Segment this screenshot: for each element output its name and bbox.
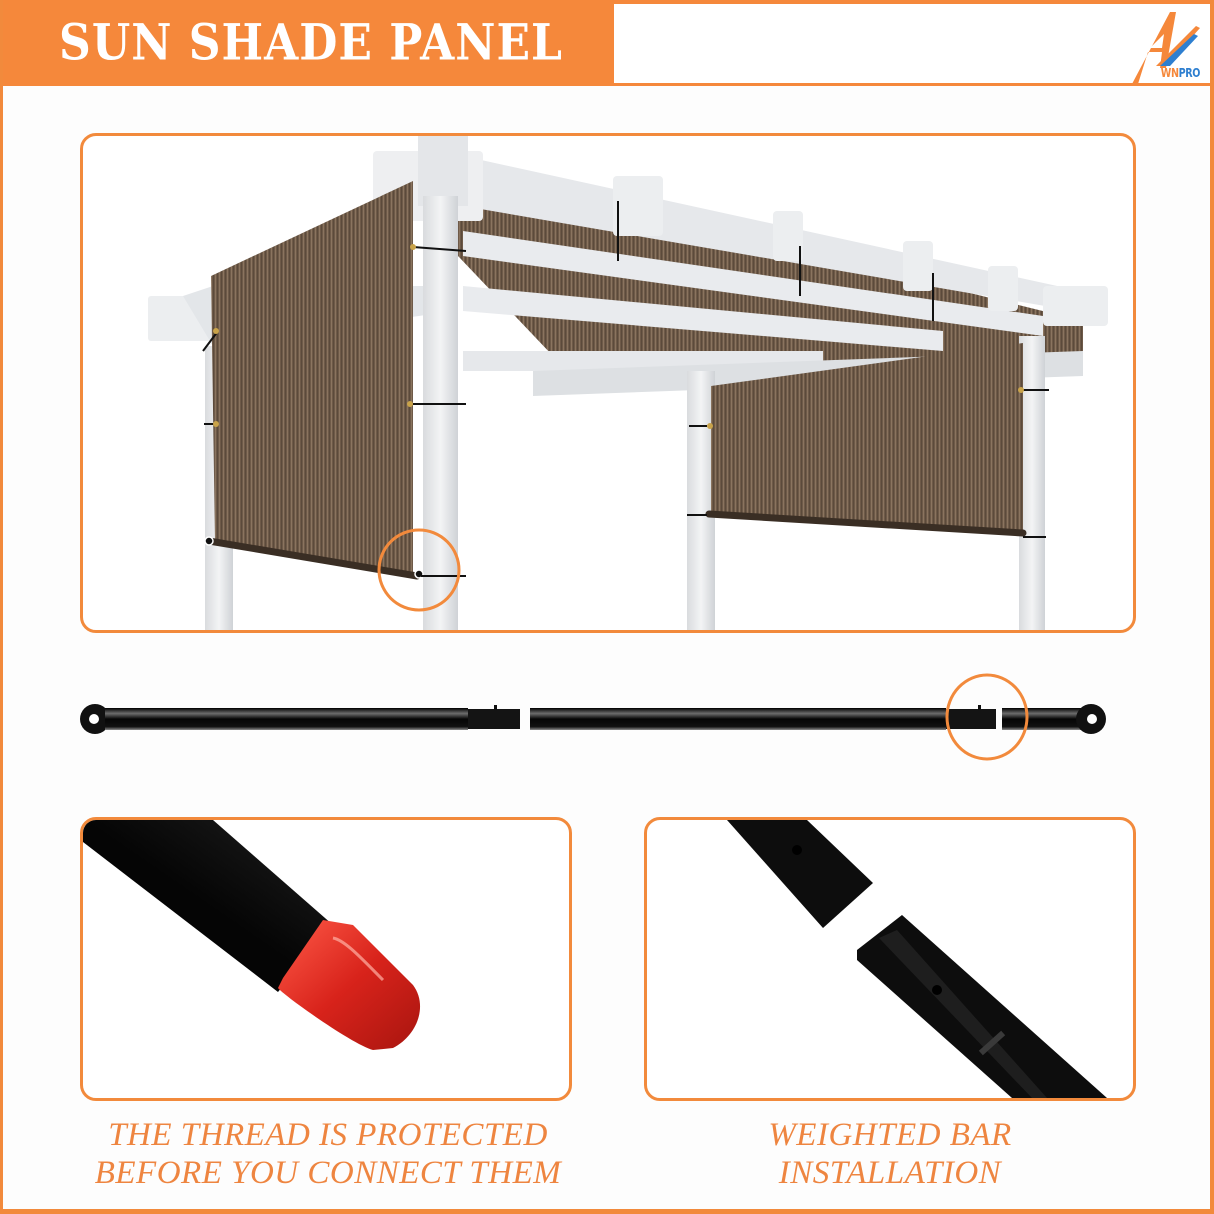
caption-line: THE THREAD IS PROTECTED xyxy=(108,1117,548,1153)
header-title-block: SUN SHADE PANEL xyxy=(0,0,614,86)
caption-line: WEIGHTED BAR xyxy=(768,1117,1012,1153)
bar-joint-illustration xyxy=(727,820,1107,1098)
caption-weighted-bar: WEIGHTED BAR INSTALLATION xyxy=(660,1116,1120,1192)
highlight-circle xyxy=(945,673,1029,761)
highlight-circle xyxy=(377,528,461,612)
header-brand-box: WNPRO xyxy=(614,0,1214,86)
brand-prefix: WN xyxy=(1160,66,1179,80)
caption-line: INSTALLATION xyxy=(778,1155,1002,1191)
brand-suffix: PRO xyxy=(1178,66,1201,80)
awnpro-logo-icon xyxy=(1132,12,1200,84)
weighted-bar-illustration xyxy=(80,673,1106,761)
bar-joint-image-panel xyxy=(644,817,1136,1101)
pergola-illustration xyxy=(148,136,1108,630)
thread-cap-image-panel xyxy=(80,817,572,1101)
brand-wordmark: WNPRO xyxy=(1160,66,1201,80)
caption-thread-protected: THE THREAD IS PROTECTED BEFORE YOU CONNE… xyxy=(60,1116,596,1192)
red-cap-bar-illustration xyxy=(83,820,421,1050)
pergola-image-panel xyxy=(80,133,1136,633)
caption-line: BEFORE YOU CONNECT THEM xyxy=(94,1155,562,1191)
page-title: SUN SHADE PANEL xyxy=(59,14,563,72)
